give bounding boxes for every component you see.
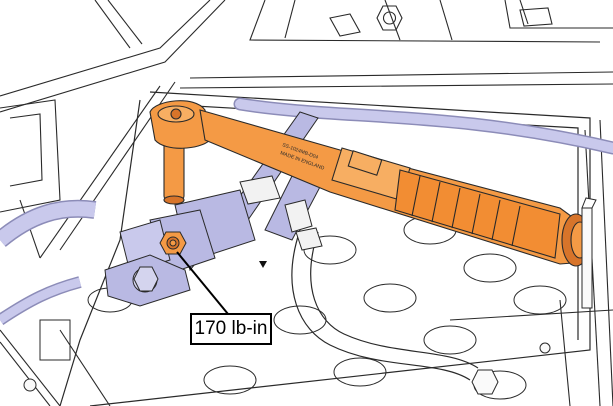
- coolant-hoses: [0, 97, 613, 325]
- bottom-bolts: [23, 319, 551, 395]
- terminal-post: [581, 197, 597, 309]
- torque-callout-label: 170 lb-in: [190, 313, 272, 345]
- callout-leader-line: [176, 251, 229, 315]
- terminal-nut: [159, 231, 187, 255]
- flex-tube: [291, 229, 479, 381]
- torque-wrench: [149, 100, 591, 267]
- polarity-marker: [259, 261, 267, 268]
